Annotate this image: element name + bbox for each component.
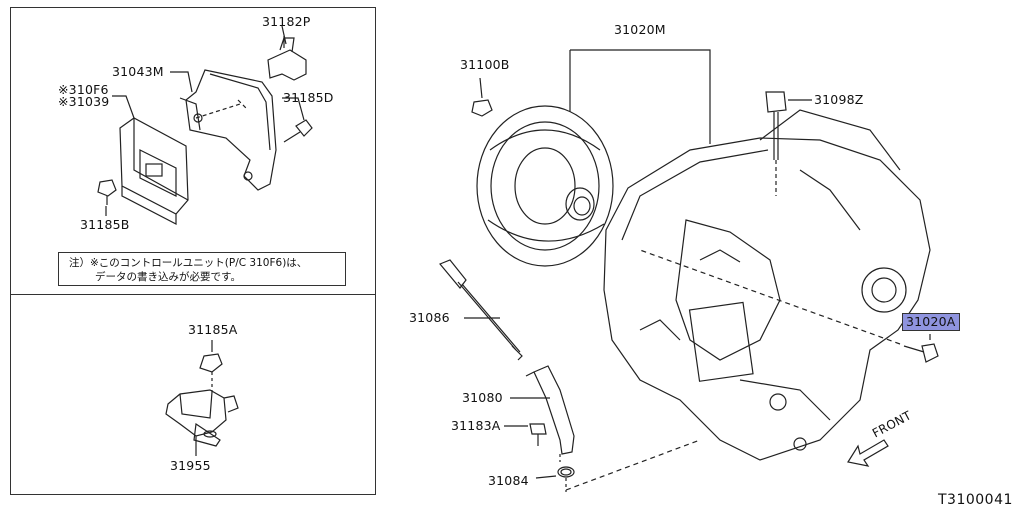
- bracket-31182p: [267, 36, 307, 81]
- part-label-31020a-highlighted[interactable]: 31020A: [902, 313, 960, 331]
- part-label-31185a: 31185A: [188, 322, 238, 337]
- part-label-31185d: 31185D: [283, 90, 334, 105]
- control-unit-note: 注）※このコントロールユニット(P/C 310F6)は、 データの書き込みが必要…: [58, 252, 346, 286]
- note-line-1: 注）※このコントロールユニット(P/C 310F6)は、: [69, 257, 308, 269]
- part-label-31020m: 31020M: [614, 22, 666, 37]
- nut-31185b: [97, 179, 117, 205]
- leader-31182p: [281, 25, 287, 45]
- part-label-310f6: ※310F6: [58, 82, 109, 97]
- leader-31100b: [479, 77, 483, 99]
- bolt-31185d: [283, 119, 313, 143]
- bolt-31098z: [765, 91, 787, 196]
- bolt-31183a: [529, 423, 547, 446]
- leader-31020m: [569, 49, 711, 144]
- transmission-case: [603, 109, 931, 461]
- lower-left-panel: [10, 294, 376, 495]
- note-line-2: データの書き込みが必要です。: [95, 271, 241, 283]
- part-label-31086: 31086: [409, 310, 450, 325]
- o-ring-31084: [557, 439, 701, 492]
- leader-31185d: [282, 97, 305, 121]
- front-arrow-icon: [847, 439, 889, 467]
- part-label-31183a: 31183A: [451, 418, 501, 433]
- part-label-31084: 31084: [488, 473, 529, 488]
- torque-converter-31020m: [476, 105, 614, 267]
- diagram-code: T3100041: [938, 492, 1013, 508]
- tube-31080: [525, 365, 575, 462]
- sensor-31955: [165, 389, 239, 447]
- part-label-31080: 31080: [462, 390, 503, 405]
- nut-31185a: [199, 353, 223, 392]
- part-label-31100b: 31100B: [460, 57, 510, 72]
- nut-31100b: [471, 99, 493, 117]
- part-label-31182p: 31182P: [262, 14, 311, 29]
- part-label-31098z: 31098Z: [814, 92, 864, 107]
- part-label-31185b: 31185B: [80, 217, 130, 232]
- part-label-31039: ※31039: [58, 94, 110, 109]
- bracket-31043m: [179, 69, 277, 191]
- dipstick-31086: [439, 259, 523, 361]
- leader-31084: [535, 475, 557, 479]
- leader-310f6: [112, 95, 135, 119]
- control-unit-310f6: [119, 117, 189, 225]
- leader-31043m: [170, 71, 193, 93]
- part-label-31955: 31955: [170, 458, 211, 473]
- dash-bolt-ref: [195, 99, 247, 119]
- bolt-31020a: [639, 249, 939, 363]
- part-label-31043m: 31043M: [112, 64, 164, 79]
